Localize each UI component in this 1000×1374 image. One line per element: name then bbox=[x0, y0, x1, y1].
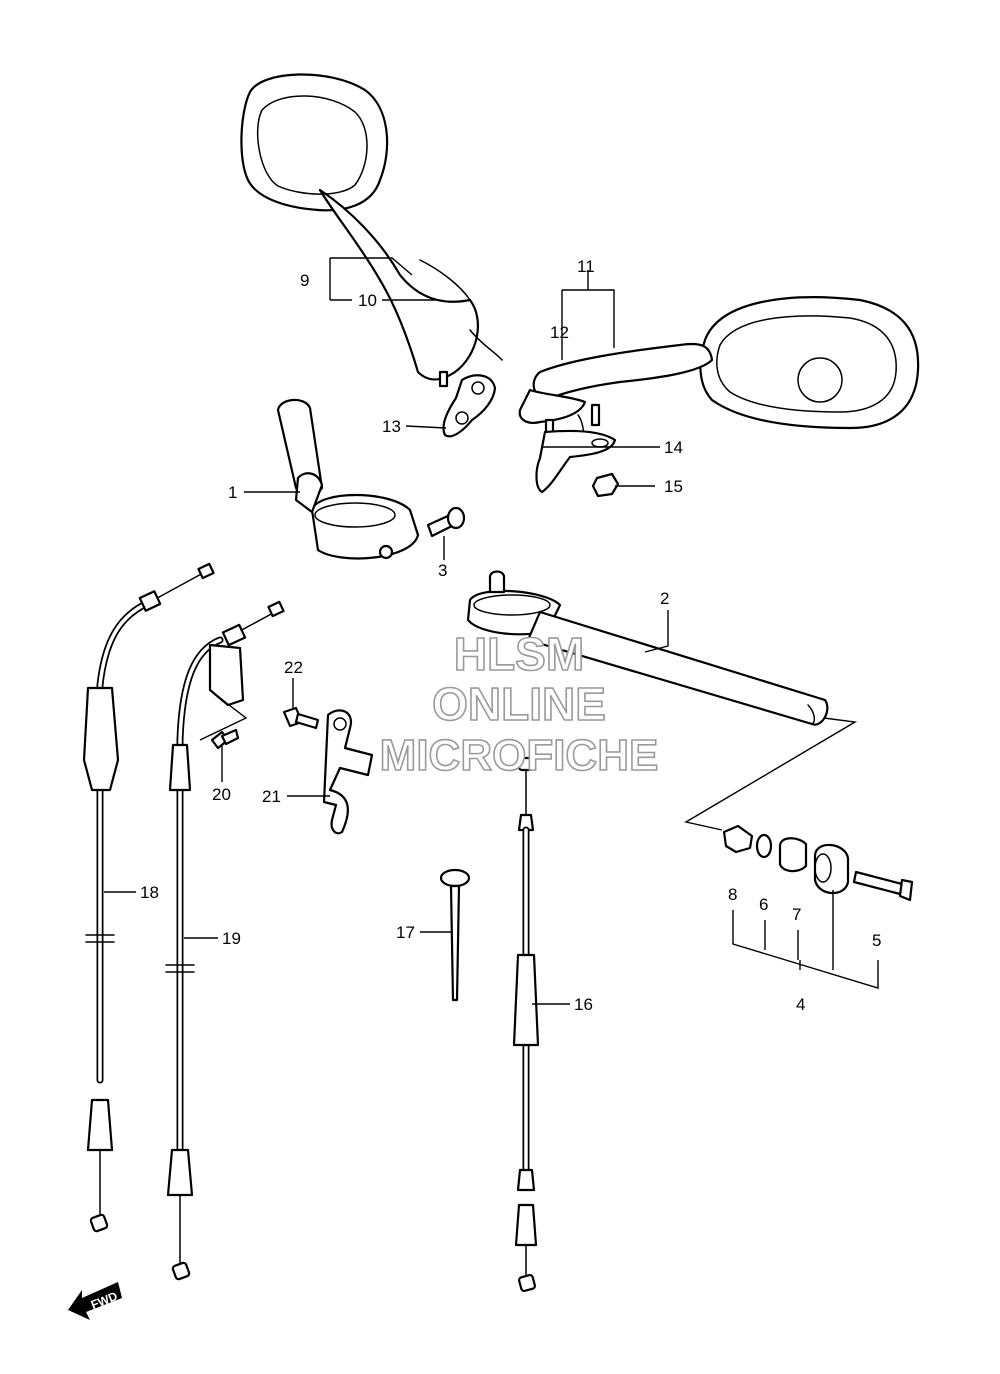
nut-15[interactable] bbox=[591, 472, 620, 498]
callout-5: 5 bbox=[872, 931, 881, 950]
bar-end-8[interactable] bbox=[722, 824, 754, 854]
callout-17: 17 bbox=[396, 923, 415, 942]
callout-19: 19 bbox=[222, 929, 241, 948]
spacer-7[interactable] bbox=[778, 837, 808, 873]
right-mirror[interactable] bbox=[518, 296, 920, 442]
callout-20: 20 bbox=[212, 785, 231, 804]
callout-6: 6 bbox=[759, 895, 768, 914]
callout-7: 7 bbox=[792, 905, 801, 924]
throttle-cable-18[interactable] bbox=[82, 562, 215, 1233]
bar-end-guide bbox=[684, 717, 858, 831]
leader-lines bbox=[104, 257, 669, 1005]
callout-15: 15 bbox=[664, 477, 683, 496]
callout-13: 13 bbox=[382, 417, 401, 436]
callout-9: 9 bbox=[300, 271, 309, 290]
callout-11: 11 bbox=[577, 257, 595, 276]
bolt-3[interactable] bbox=[426, 506, 466, 538]
callout-10: 10 bbox=[358, 291, 377, 310]
watermark: HLSM ONLINE MICROFICHE bbox=[379, 627, 659, 781]
watermark-line-1: HLSM bbox=[454, 628, 584, 680]
callout-2: 2 bbox=[660, 589, 669, 608]
callout-4-bracket bbox=[732, 890, 879, 989]
callout-16: 16 bbox=[574, 995, 593, 1014]
svg-text:FWD: FWD bbox=[89, 1289, 120, 1312]
handlebar-right[interactable] bbox=[466, 570, 829, 726]
handlebar-left[interactable] bbox=[276, 398, 420, 560]
watermark-line-2: ONLINE bbox=[432, 678, 606, 730]
mirror-bracket-left[interactable] bbox=[442, 374, 497, 438]
callout-21: 21 bbox=[262, 787, 281, 806]
cable-tie-17[interactable] bbox=[439, 868, 471, 1002]
callout-12: 12 bbox=[550, 323, 569, 342]
callout-14: 14 bbox=[664, 438, 683, 457]
callout-1: 1 bbox=[228, 483, 237, 502]
bolt-5[interactable] bbox=[852, 870, 914, 902]
left-mirror[interactable] bbox=[240, 73, 503, 388]
callout-4: 4 bbox=[796, 995, 805, 1014]
callout-18: 18 bbox=[140, 883, 159, 902]
throttle-cable-19[interactable] bbox=[165, 600, 285, 1281]
washer-6[interactable] bbox=[755, 833, 773, 859]
callouts: 1 2 3 4 5 6 7 8 9 10 11 12 13 14 15 16 1… bbox=[140, 257, 881, 1014]
callout-8: 8 bbox=[728, 885, 737, 904]
bolt-20[interactable] bbox=[210, 728, 240, 750]
cable-bracket-21[interactable] bbox=[322, 709, 374, 835]
fwd-arrow-icon: FWD bbox=[68, 1282, 122, 1320]
bolt-22[interactable] bbox=[282, 706, 320, 730]
callout-22: 22 bbox=[284, 658, 303, 677]
watermark-line-3: MICROFICHE bbox=[380, 731, 659, 780]
callout-3: 3 bbox=[438, 561, 447, 580]
clutch-cable-16[interactable] bbox=[512, 756, 540, 1292]
